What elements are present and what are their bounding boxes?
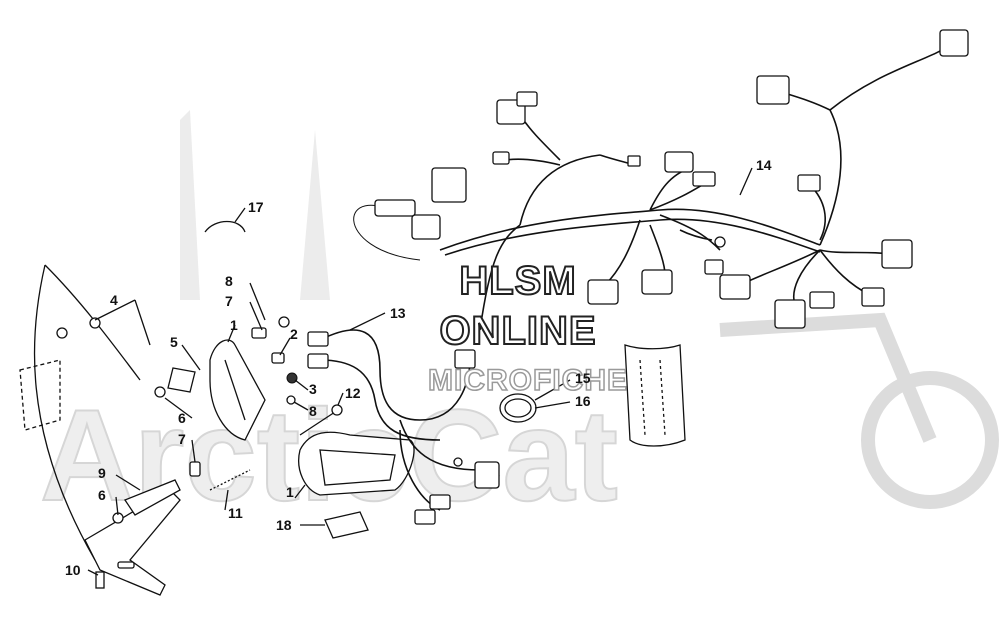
connector-icon [692,171,716,187]
connector-icon [641,269,673,295]
grommet-7-lower [189,461,201,477]
connector-icon [587,279,619,305]
connector-icon [664,151,694,173]
callout-11[interactable]: 11 [228,505,243,521]
callout-16[interactable]: 16 [575,393,591,409]
ecu-connector-icon [431,167,467,203]
hlsm-watermark: HLSM ONLINE MICROFICHE [427,258,628,398]
callout-5[interactable]: 5 [170,334,178,350]
callout-17[interactable]: 17 [248,199,264,215]
callout-6-upper[interactable]: 6 [178,410,186,426]
screw-8 [286,395,296,405]
grommet-upper [251,327,267,339]
watermark-spire-right [300,130,330,300]
loom-and-band [499,344,686,447]
decal-18 [324,511,369,539]
connector-icon [797,174,821,192]
connector-icon [516,91,538,107]
watermark-line-3: MICROFICHE [428,364,628,397]
callout-14[interactable]: 14 [756,157,772,173]
callout-labels: 1 1 2 3 4 5 6 6 7 7 8 8 9 10 11 12 13 14… [65,157,772,578]
headlight-bracket [84,479,181,596]
headlight-housing-upper [209,339,266,441]
callout-7-lower[interactable]: 7 [178,431,186,447]
callout-15[interactable]: 15 [575,370,591,386]
connector-icon [939,29,969,57]
watermark-line-1: HLSM [459,259,576,303]
connector-icon [861,287,885,307]
callout-1-lower[interactable]: 1 [286,484,294,500]
callout-7-upper[interactable]: 7 [225,293,233,309]
watermark-frame-shape [719,312,937,443]
callout-12[interactable]: 12 [345,385,361,401]
bracket-5 [167,367,196,393]
windshield-part [19,264,141,561]
nut-3 [286,372,298,384]
watermark-wheel-icon [861,371,999,509]
connector-icon [719,274,751,300]
connector-icon [704,259,724,275]
watermark-spire-left [180,110,200,300]
nut-6-upper [154,386,166,398]
leader-lines [87,167,753,576]
callout-8-upper[interactable]: 8 [225,273,233,289]
split-loom-15 [624,344,686,447]
spring-11 [209,469,251,491]
hardware-parts [112,220,369,539]
callout-10[interactable]: 10 [65,562,81,578]
callout-13[interactable]: 13 [390,305,406,321]
screw-upper [278,316,290,328]
callout-18[interactable]: 18 [276,517,292,533]
headlight-harness [307,329,500,525]
connector-icon [774,299,806,329]
connector-icon [492,151,510,165]
callout-9[interactable]: 9 [98,465,106,481]
main-wiring-harness [353,29,969,331]
callout-4[interactable]: 4 [110,292,118,308]
ring-terminal-icon [714,236,726,248]
connector-icon [411,214,441,240]
callout-3[interactable]: 3 [309,381,317,397]
connector-icon [756,75,790,105]
bushing-2 [271,352,285,364]
relay-icon [374,199,416,217]
connector-icon [881,239,913,269]
connector-icon [809,291,835,309]
headlight-lens [298,431,415,496]
callout-1-upper[interactable]: 1 [230,317,238,333]
watermark-line-2: ONLINE [439,309,596,353]
callout-6-lower[interactable]: 6 [98,487,106,503]
callout-2[interactable]: 2 [290,326,298,342]
clip-17 [204,220,246,233]
connector-icon [627,155,641,167]
callout-8-lower[interactable]: 8 [309,403,317,419]
adjuster-12 [299,411,336,436]
